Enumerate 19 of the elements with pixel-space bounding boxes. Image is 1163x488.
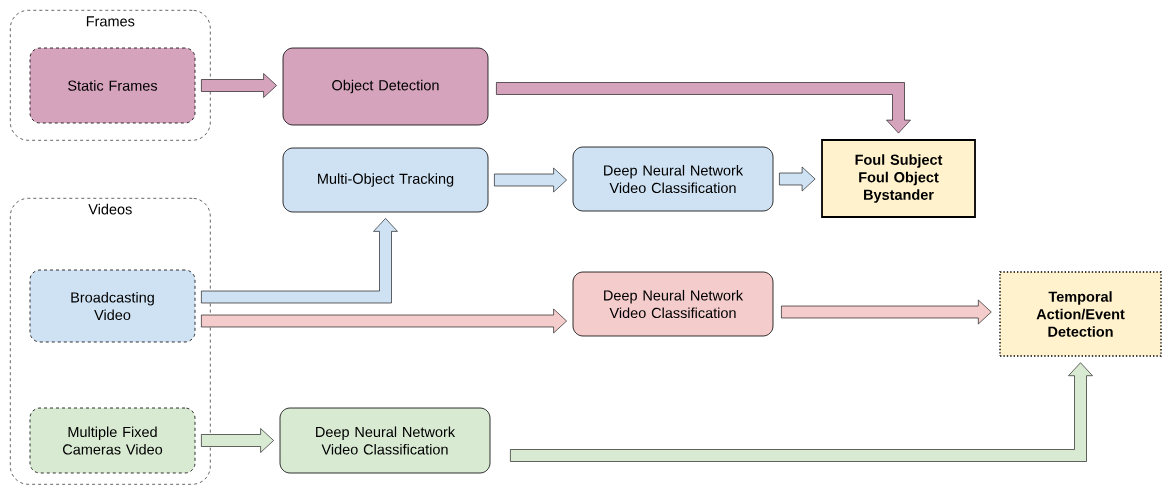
input-box: Multiple Fixed Cameras Video: [29, 407, 196, 474]
block-arrow: [201, 73, 277, 98]
block-arrow: [781, 299, 992, 325]
process-box: Deep Neural Network Video Classification: [572, 146, 774, 212]
block-arrow: [779, 166, 816, 192]
block-arrow: [201, 428, 274, 453]
block-arrow: [510, 362, 1093, 462]
block-arrow: [201, 218, 398, 304]
output-box: Temporal Action/Event Detection: [999, 271, 1162, 357]
process-box: Object Detection: [282, 47, 489, 126]
process-box: Deep Neural Network Video Classification: [279, 407, 491, 474]
block-arrow: [201, 308, 567, 334]
output-box: Foul Subject Foul Object Bystander: [821, 139, 976, 218]
process-box: Multi-Object Tracking: [282, 147, 489, 213]
input-box: Static Frames: [29, 47, 196, 124]
block-arrow: [494, 167, 567, 193]
process-box: Deep Neural Network Video Classification: [572, 271, 774, 337]
block-arrow: [496, 82, 911, 134]
input-box: Broadcasting Video: [29, 269, 196, 343]
